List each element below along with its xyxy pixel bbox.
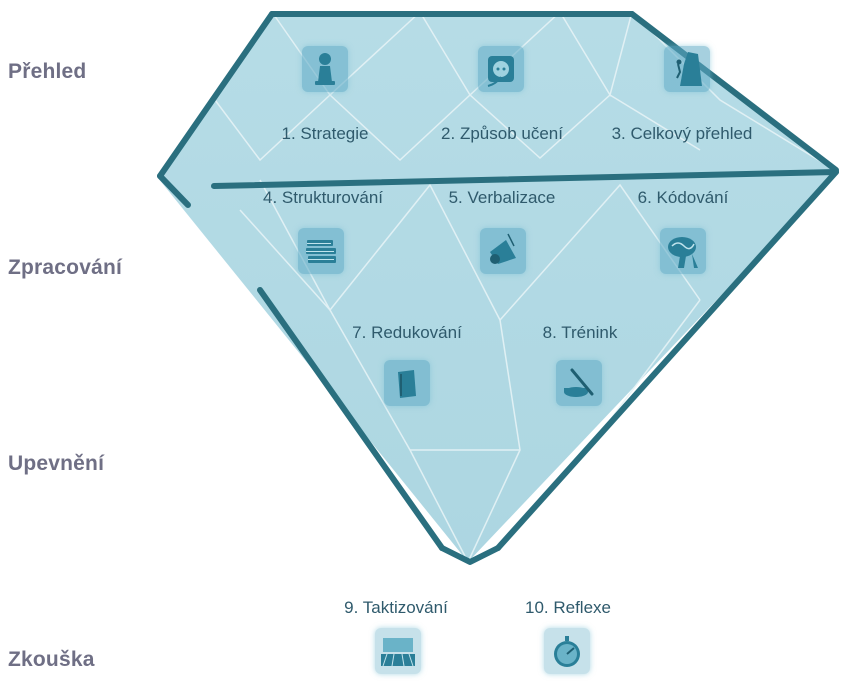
step-label-2: 2. Způsob učení	[441, 124, 563, 143]
pawn-icon	[302, 46, 348, 92]
phase-label-exam: Zkouška	[8, 648, 95, 671]
diamond-body	[158, 12, 838, 562]
books-icon	[298, 228, 344, 274]
phase-label-overview: Přehled	[8, 60, 87, 83]
climber-icon	[664, 46, 710, 92]
megaphone-icon	[480, 228, 526, 274]
phase-label-consolidation: Upevnění	[8, 452, 105, 475]
brain-icon	[660, 228, 706, 274]
step-label-4: 4. Strukturování	[262, 188, 384, 207]
socket-icon	[478, 46, 524, 92]
diamond-outline	[157, 11, 839, 565]
step-label-6: 6. Kódování	[637, 188, 729, 207]
running-track-icon	[375, 628, 421, 674]
step-label-5: 5. Verbalizace	[448, 188, 556, 207]
step-label-3: 3. Celkový přehled	[611, 124, 753, 143]
book-icon	[384, 360, 430, 406]
step-label-8: 8. Trénink	[542, 323, 618, 342]
step-label-7: 7. Redukování	[352, 323, 462, 342]
stopwatch-icon	[544, 628, 590, 674]
step-label-10: 10. Reflexe	[525, 598, 611, 617]
step-label-9: 9. Taktizování	[344, 598, 448, 617]
phase-label-processing: Zpracování	[8, 256, 123, 279]
step-label-1: 1. Strategie	[281, 124, 369, 143]
pen-icon	[556, 360, 602, 406]
